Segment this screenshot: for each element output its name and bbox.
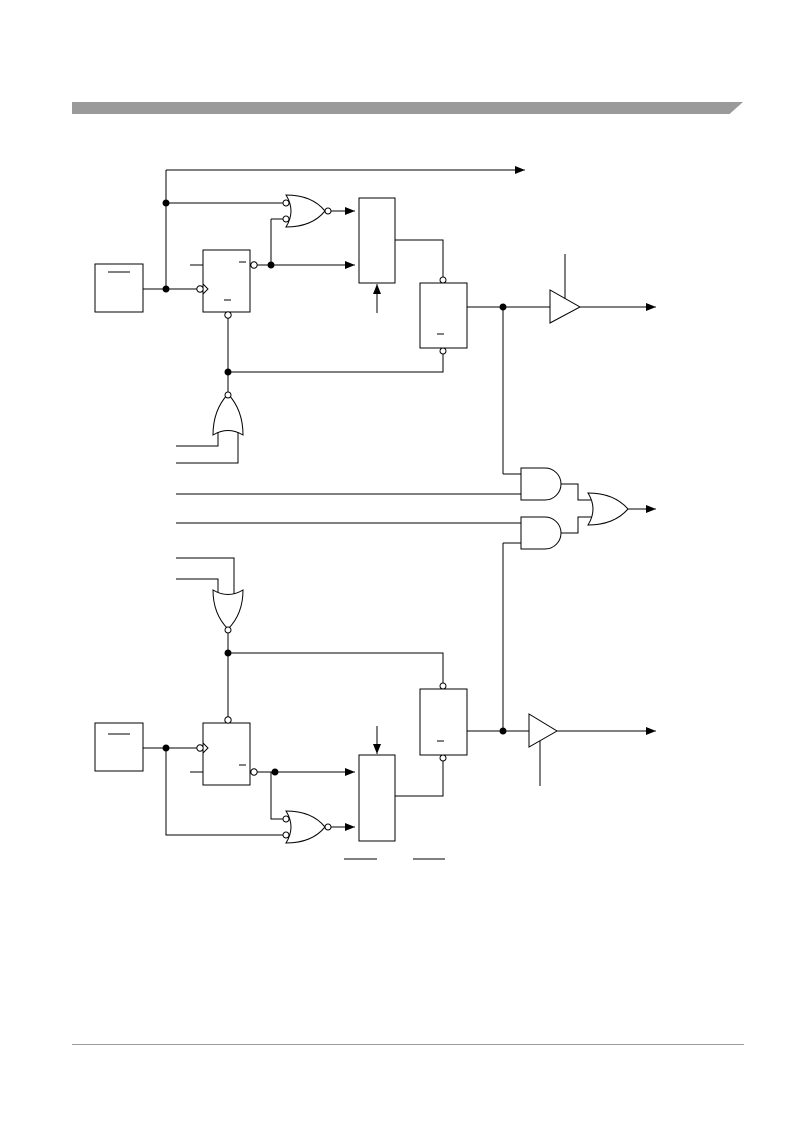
top-nor-in-bubble-2: [282, 215, 290, 223]
bottom-nor-in-bubble-1: [282, 815, 290, 823]
bottom-latch-bottom-bubble: [439, 754, 447, 762]
junction-dot: [224, 649, 232, 657]
top-output-latch: [419, 282, 468, 349]
junction-dot: [499, 303, 507, 311]
bottom-ff-to-nor-wire: [270, 772, 286, 820]
top-or-out-bubble: [224, 391, 232, 399]
junction-dot: [499, 727, 507, 735]
junction-dot: [162, 744, 170, 752]
and-gate-lower: [520, 516, 562, 550]
junction-dot: [271, 768, 279, 776]
and-gate-upper: [520, 467, 562, 501]
top-latch-top-bubble: [439, 276, 447, 284]
bottom-output-latch: [419, 688, 468, 756]
top-nor-in-bubble-1: [282, 199, 290, 207]
bottom-output-buffer: [528, 713, 558, 748]
bottom-nor-out-bubble: [324, 823, 332, 831]
bottom-latch-top-bubble: [439, 682, 447, 690]
junction-dot: [162, 285, 170, 293]
junction-dot: [267, 261, 275, 269]
top-nor-gate: [285, 194, 326, 228]
output-or-gate: [587, 492, 629, 526]
and-upper-to-or-wire: [561, 483, 592, 501]
and-lower-to-or-wire: [561, 516, 592, 534]
bottom-or-out-bubble: [224, 626, 232, 634]
bottom-set-loop-wire: [228, 652, 444, 683]
top-or-input-1: [176, 432, 219, 447]
junction-dot: [224, 368, 232, 376]
top-reset-loop-wire: [227, 318, 444, 373]
top-ff-reset-bubble: [224, 311, 232, 319]
top-mux-block: [358, 197, 396, 284]
bottom-or-input-1: [176, 557, 235, 596]
top-or-gate: [212, 393, 244, 436]
top-mux-to-ff2-wire: [395, 239, 444, 277]
top-source-block: [94, 263, 144, 313]
bottom-or-gate: [212, 589, 244, 630]
top-ff-q-bubble: [250, 261, 258, 269]
bottom-nor-gate: [285, 810, 326, 844]
bottom-ff-clock-triangle: [202, 742, 209, 754]
bottom-ff-clock-bubble: [196, 744, 204, 752]
top-latch-bottom-bubble: [439, 347, 447, 355]
bottom-ff-q-bubble: [250, 768, 258, 776]
top-or-input-2: [176, 432, 239, 464]
top-nor-out-bubble: [324, 207, 332, 215]
bottom-nor-in-bubble-2: [282, 831, 290, 839]
top-ff-clock-triangle: [202, 283, 209, 295]
bottom-or-input-2: [176, 578, 219, 596]
bottom-source-to-nor-wire: [165, 748, 286, 836]
footer-rule: [72, 1044, 744, 1045]
junction-dot: [162, 199, 170, 207]
bottom-source-block: [94, 722, 144, 772]
header-bar: [72, 102, 743, 114]
top-flip-flop: [202, 249, 251, 313]
bottom-mux-to-latch-wire: [395, 761, 444, 797]
top-ff-clock-bubble: [196, 285, 204, 293]
bottom-ff-set-bubble: [224, 716, 232, 724]
bottom-mux-block: [358, 754, 396, 842]
bottom-flip-flop: [202, 722, 251, 786]
